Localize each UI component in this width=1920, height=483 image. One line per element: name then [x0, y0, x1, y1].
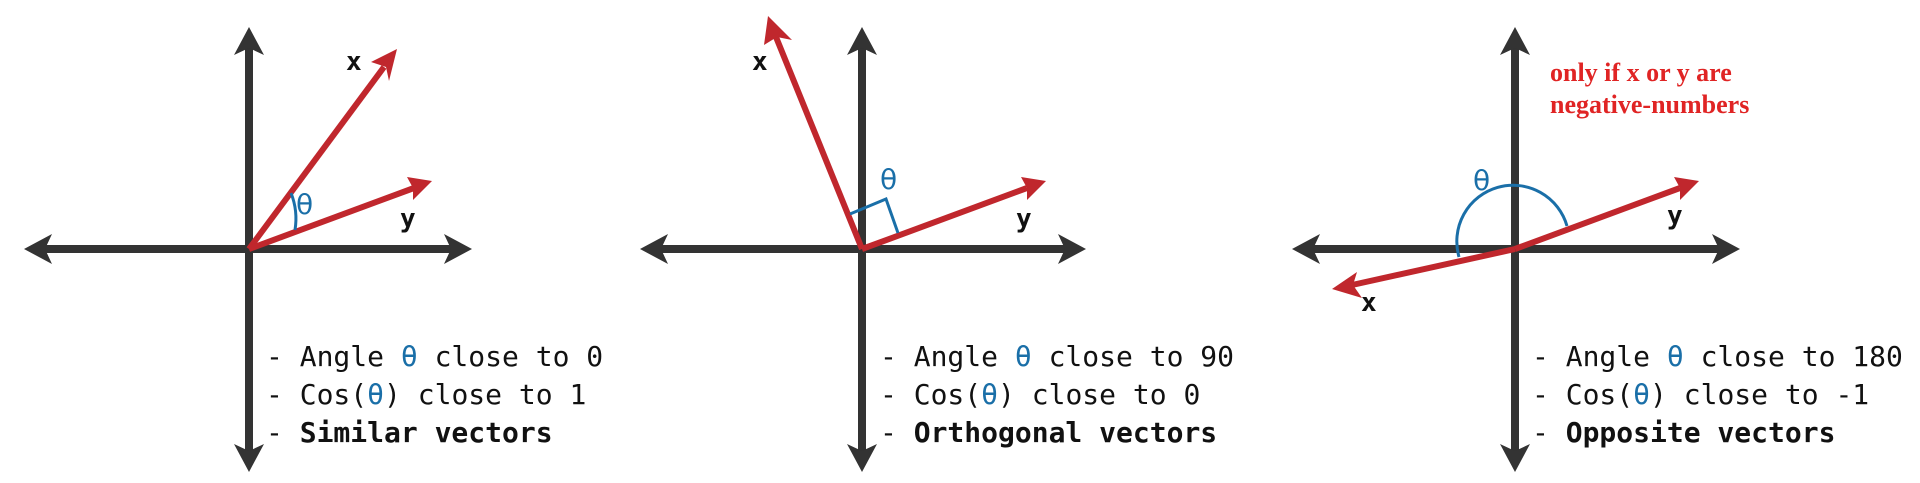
description-line-cos: - Cos(θ) close to 0 [880, 378, 1200, 411]
x-axis-right-arrowhead [1058, 234, 1086, 264]
line-prefix: - Cos( [1532, 378, 1633, 411]
y-axis-bottom-arrowhead [847, 444, 877, 472]
line-suffix: ) close to 1 [384, 378, 586, 411]
description-line-angle: - Angle θ close to 180 [1532, 340, 1903, 373]
x-axis-left-arrowhead [24, 234, 52, 264]
line-prefix: - [266, 416, 300, 449]
line-prefix: - [1532, 416, 1566, 449]
description: - Angle θ close to 0 - Cos(θ) close to 1… [266, 340, 603, 449]
line-prefix: - [880, 416, 914, 449]
description-line-verdict: - Orthogonal vectors [880, 416, 1217, 449]
y-axis-top-arrowhead [847, 27, 877, 55]
vector-y-arrowhead [407, 177, 432, 200]
vectors [764, 16, 1046, 252]
description-line-angle: - Angle θ close to 90 [880, 340, 1234, 373]
vector-y-label: y [1667, 201, 1683, 231]
line-prefix: - Cos( [266, 378, 367, 411]
y-axis-bottom-arrowhead [234, 444, 264, 472]
verdict-text: Orthogonal vectors [914, 416, 1217, 449]
panel-orthogonal: θ x y - Angle θ close to 90 - Cos(θ) clo… [640, 16, 1234, 472]
theta-symbol: θ [1667, 340, 1684, 373]
theta-symbol: θ [367, 378, 384, 411]
theta-symbol: θ [296, 188, 313, 221]
line-prefix: - Angle [266, 340, 401, 373]
line-prefix: - Angle [1532, 340, 1667, 373]
verdict-text: Similar vectors [300, 416, 553, 449]
vectors [246, 49, 432, 252]
line-suffix: close to 180 [1684, 340, 1903, 373]
vector-x-arrowhead [371, 49, 397, 81]
line-prefix: - Angle [880, 340, 1015, 373]
condition-note: only if x or y are negative-numbers [1550, 58, 1749, 119]
vector-x-label: x [1361, 288, 1377, 318]
theta-symbol: θ [1473, 164, 1490, 197]
line-prefix: - Cos( [880, 378, 981, 411]
vector-x [773, 35, 865, 251]
line-suffix: ) close to 0 [998, 378, 1200, 411]
vector-x [246, 65, 387, 251]
vector-y [247, 185, 416, 252]
vector-y-label: y [400, 204, 416, 234]
vector-y-arrowhead [1674, 177, 1699, 200]
vector-y-label: y [1016, 204, 1032, 234]
x-axis-right-arrowhead [444, 234, 472, 264]
description-line-angle: - Angle θ close to 0 [266, 340, 603, 373]
vector-y-arrowhead [1021, 177, 1046, 200]
description-line-cos: - Cos(θ) close to 1 [266, 378, 586, 411]
description-line-verdict: - Opposite vectors [1532, 416, 1835, 449]
panel-opposite: θ x y only if x or y are negative-number… [1292, 27, 1903, 472]
y-axis-top-arrowhead [234, 27, 264, 55]
description: - Angle θ close to 180 - Cos(θ) close to… [1532, 340, 1903, 449]
line-suffix: ) close to -1 [1650, 378, 1869, 411]
theta-symbol: θ [1015, 340, 1032, 373]
vector-x [1351, 246, 1516, 288]
vectors [1332, 177, 1699, 298]
vector-x-label: x [752, 47, 768, 77]
x-axis-left-arrowhead [640, 234, 668, 264]
line-suffix: close to 90 [1032, 340, 1234, 373]
theta-symbol: θ [401, 340, 418, 373]
theta-symbol: θ [1633, 378, 1650, 411]
description: - Angle θ close to 90 - Cos(θ) close to … [880, 340, 1234, 449]
y-axis-top-arrowhead [1500, 27, 1530, 55]
x-axis-right-arrowhead [1712, 234, 1740, 264]
description-line-verdict: - Similar vectors [266, 416, 553, 449]
theta-symbol: θ [880, 163, 897, 196]
vector-x-arrowhead [764, 16, 792, 45]
theta-arc [1455, 183, 1569, 258]
panel-similar: θ x y - Angle θ close to 0 - Cos(θ) clos… [24, 27, 603, 472]
verdict-text: Opposite vectors [1566, 416, 1836, 449]
note-line: negative-numbers [1550, 90, 1749, 119]
vector-x-label: x [346, 47, 362, 77]
vector-y [1513, 185, 1682, 252]
right-angle-marker [849, 197, 900, 234]
note-line: only if x or y are [1550, 58, 1732, 87]
axes [24, 27, 472, 472]
vector-y [860, 185, 1029, 252]
y-axis-bottom-arrowhead [1500, 444, 1530, 472]
description-line-cos: - Cos(θ) close to -1 [1532, 378, 1869, 411]
vector-x-arrowhead [1332, 272, 1362, 298]
x-axis-left-arrowhead [1292, 234, 1320, 264]
line-suffix: close to 0 [418, 340, 603, 373]
theta-symbol: θ [981, 378, 998, 411]
theta-arc [289, 192, 298, 231]
